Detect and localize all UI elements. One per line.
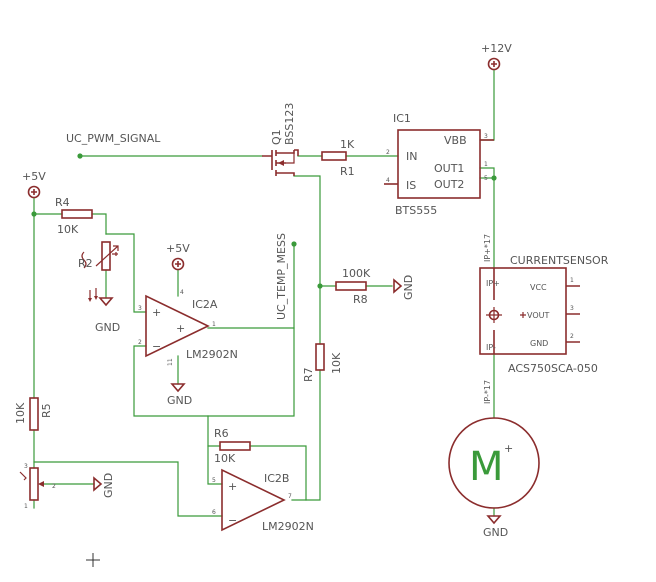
currentsensor-pin-ip-minus: IP-	[486, 343, 496, 352]
r7-value: 10K	[330, 352, 343, 374]
trimmer-pin-1: 1	[24, 503, 28, 510]
gnd-trimmer: GND	[93, 473, 115, 498]
transistor-q1: Q1 BSS123	[262, 103, 299, 176]
currentsensor-value: ACS750SCA-050	[508, 362, 598, 375]
ic2b-pin-inp: 5	[212, 477, 216, 484]
svg-text:+: +	[152, 306, 161, 319]
currentsensor-name: CURRENTSENSOR	[510, 254, 609, 267]
supply-5v-left: +5V	[22, 170, 46, 199]
currentsensor-pin-gnd: GND	[530, 339, 548, 348]
r2-name: R2	[78, 257, 93, 270]
ic1-pin-out2-label: OUT2	[434, 178, 464, 191]
ic2b-name: IC2B	[264, 472, 289, 485]
svg-text:−: −	[152, 340, 161, 353]
currentsensor-pin-vcc-num: 1	[570, 277, 574, 284]
junctions	[31, 153, 497, 289]
ic1-name: IC1	[393, 112, 411, 125]
currentsensor-pin-vout-num: 3	[570, 305, 574, 312]
ic1-bts555: IC1 BTS555 IN IS VBB OUT1 OUT2 2 4 3 1 5	[384, 112, 494, 217]
resistor-r1: 1K R1	[321, 138, 355, 178]
trimmer-pot: 3 2 1	[19, 463, 56, 510]
supply-12v: +12V	[481, 42, 512, 71]
r4-value: 10K	[57, 223, 79, 236]
currentsensor-pin-vcc: VCC	[530, 283, 547, 292]
ic1-pin-is-num: 4	[386, 177, 390, 184]
net-label-ip-plus: IP+*17	[483, 234, 492, 262]
r6-value: 10K	[214, 452, 236, 465]
ic2a-name: IC2A	[192, 298, 218, 311]
gnd-motor-label: GND	[483, 526, 508, 539]
trimmer-pin-3: 3	[24, 463, 28, 470]
supply-5v-opamp: +5V	[166, 242, 190, 271]
opamp-ic2a: + − + 3 2 1 4 11 IC2A LM2902N	[138, 289, 238, 366]
currentsensor-pin-ip-plus: IP+	[486, 279, 500, 288]
ic2a-pin-out: 1	[212, 321, 216, 328]
net-label-ip-minus: IP-*17	[483, 380, 492, 404]
ic2a-pin-inn: 2	[138, 339, 142, 346]
current-sensor: CURRENTSENSOR ACS750SCA-050 IP+ IP- VCC …	[479, 254, 609, 375]
resistor-r5: 10K R5	[14, 397, 53, 431]
ic1-value: BTS555	[395, 204, 437, 217]
r8-value: 100K	[342, 267, 371, 280]
ic1-pin-in-label: IN	[406, 150, 417, 163]
ic1-pin-out1-label: OUT1	[434, 162, 464, 175]
net-label-uc-temp: UC_TEMP_MESS	[275, 233, 288, 320]
ic1-pin-out1-num: 1	[484, 161, 488, 168]
ic1-pin-vbb-num: 3	[484, 133, 488, 140]
ic2a-value: LM2902N	[186, 348, 238, 361]
gnd-opamp: GND	[167, 383, 192, 407]
gnd-opamp-label: GND	[167, 394, 192, 407]
currentsensor-pin-vout: VOUT	[527, 311, 549, 320]
gnd-r8: GND	[393, 275, 415, 300]
crosshair-cursor-icon	[86, 553, 100, 567]
gnd-trimmer-label: GND	[102, 473, 115, 498]
ic1-pin-out2-num: 5	[484, 175, 488, 182]
motor-polarity: +	[504, 442, 513, 455]
supply-12v-label: +12V	[481, 42, 512, 55]
r5-name: R5	[40, 403, 53, 418]
r4-name: R4	[55, 196, 70, 209]
motor-label: M	[469, 444, 504, 490]
ic2a-pin-gnd: 11	[167, 358, 174, 366]
q1-name: Q1	[270, 129, 283, 145]
gnd-r2: GND	[95, 297, 120, 334]
supply-5v-left-label: +5V	[22, 170, 46, 183]
r7-name: R7	[302, 367, 315, 382]
ic1-pin-in-num: 2	[386, 149, 390, 156]
svg-text:+: +	[176, 322, 185, 335]
resistor-r4: R4 10K	[55, 196, 93, 236]
svg-text:+: +	[228, 480, 237, 493]
resistor-r6: R6 10K	[214, 427, 251, 465]
ic2a-pin-vcc: 4	[180, 289, 184, 296]
gnd-r8-label: GND	[402, 275, 415, 300]
r1-name: R1	[340, 165, 355, 178]
resistor-r7: R7 10K	[302, 343, 343, 382]
r1-value: 1K	[340, 138, 355, 151]
r8-name: R8	[353, 293, 368, 306]
opamp-ic2b: + − 5 6 7 IC2B LM2902N	[212, 468, 314, 533]
trimmer-pin-2: 2	[52, 483, 56, 490]
gnd-motor: GND	[483, 515, 508, 539]
ic1-pin-is-label: IS	[406, 179, 416, 192]
ic2a-pin-inp: 3	[138, 305, 142, 312]
svg-text:−: −	[228, 514, 237, 527]
r5-value: 10K	[14, 402, 27, 424]
ic2b-pin-inn: 6	[212, 509, 216, 516]
resistor-r2: R2	[78, 241, 119, 302]
gnd-r2-label: GND	[95, 321, 120, 334]
currentsensor-pin-gnd-num: 2	[570, 333, 574, 340]
ic1-pin-vbb-label: VBB	[444, 134, 467, 147]
ic2b-value: LM2902N	[262, 520, 314, 533]
net-label-uc-pwm: UC_PWM_SIGNAL	[66, 132, 161, 145]
motor: M +	[448, 417, 540, 509]
resistor-r8: 100K R8	[335, 267, 371, 306]
r6-name: R6	[214, 427, 229, 440]
q1-value: BSS123	[283, 103, 296, 145]
supply-5v-opamp-label: +5V	[166, 242, 190, 255]
ic2b-pin-out: 7	[288, 493, 292, 500]
